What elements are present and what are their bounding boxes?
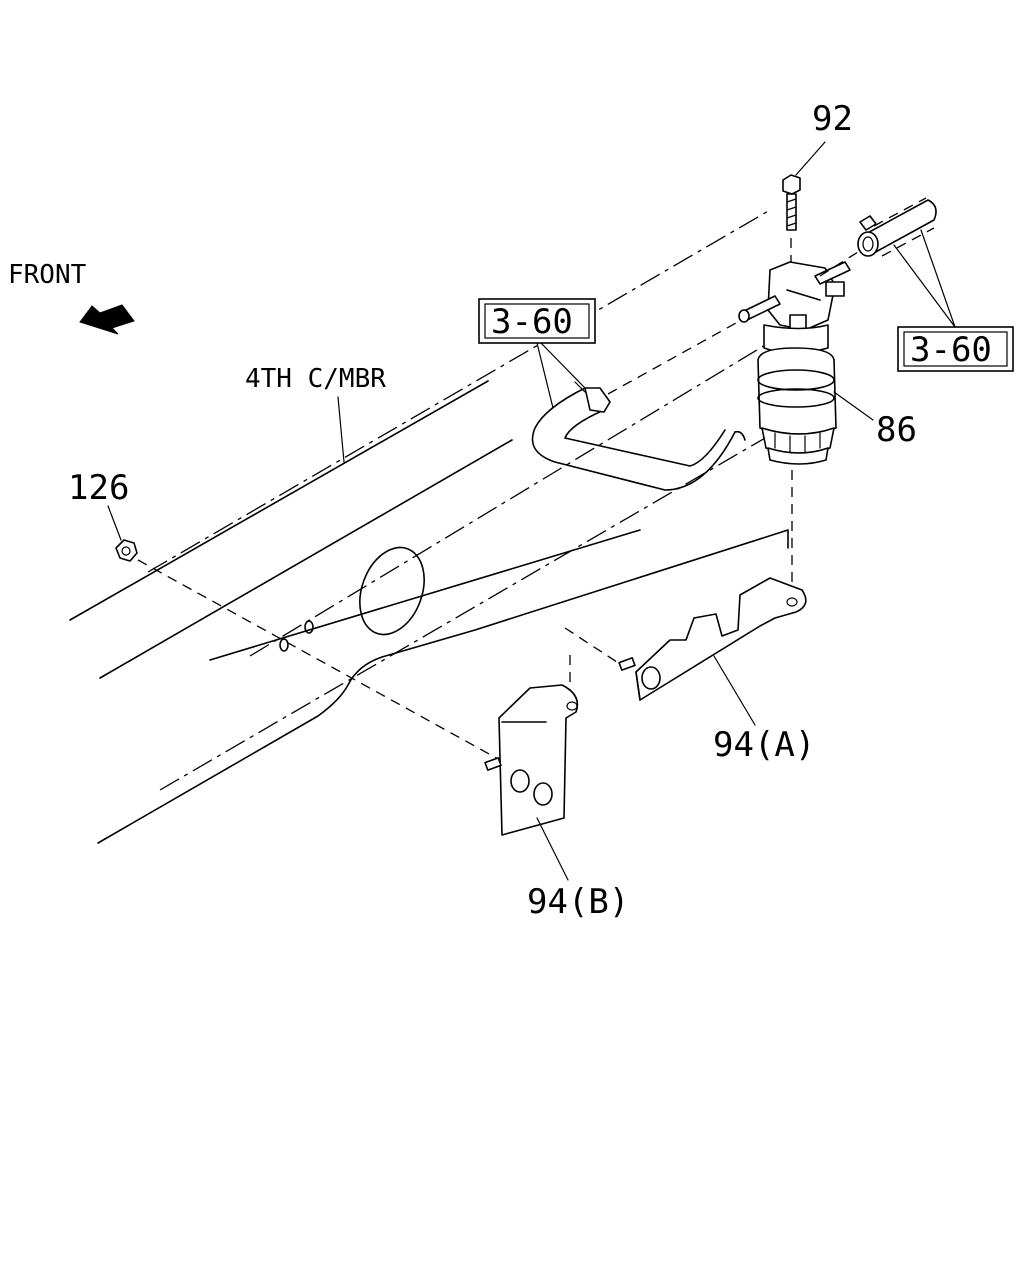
- part-126-label: 126: [68, 468, 129, 508]
- part-86-label: 86: [876, 410, 917, 450]
- ref-box-left: [478, 298, 596, 344]
- ref-left-label: 3-60: [491, 302, 573, 342]
- bolt-92: [782, 141, 826, 280]
- nut-126: [107, 505, 501, 761]
- part-92-label: 92: [812, 99, 853, 139]
- bracket-94b: [484, 655, 579, 881]
- hose-right: [819, 197, 937, 277]
- bracket-94a: [564, 577, 807, 726]
- arrow-left-up-icon: [79, 304, 135, 335]
- member-label: 4TH C/MBR: [245, 364, 386, 394]
- ref-right-label: 3-60: [910, 330, 992, 370]
- cross-member: [69, 209, 797, 844]
- hose-left: [531, 317, 746, 491]
- part-94b-label: 94(B): [527, 882, 629, 922]
- filter-86: [738, 261, 874, 592]
- front-label: FRONT: [8, 260, 87, 290]
- part-94a-label: 94(A): [713, 725, 815, 765]
